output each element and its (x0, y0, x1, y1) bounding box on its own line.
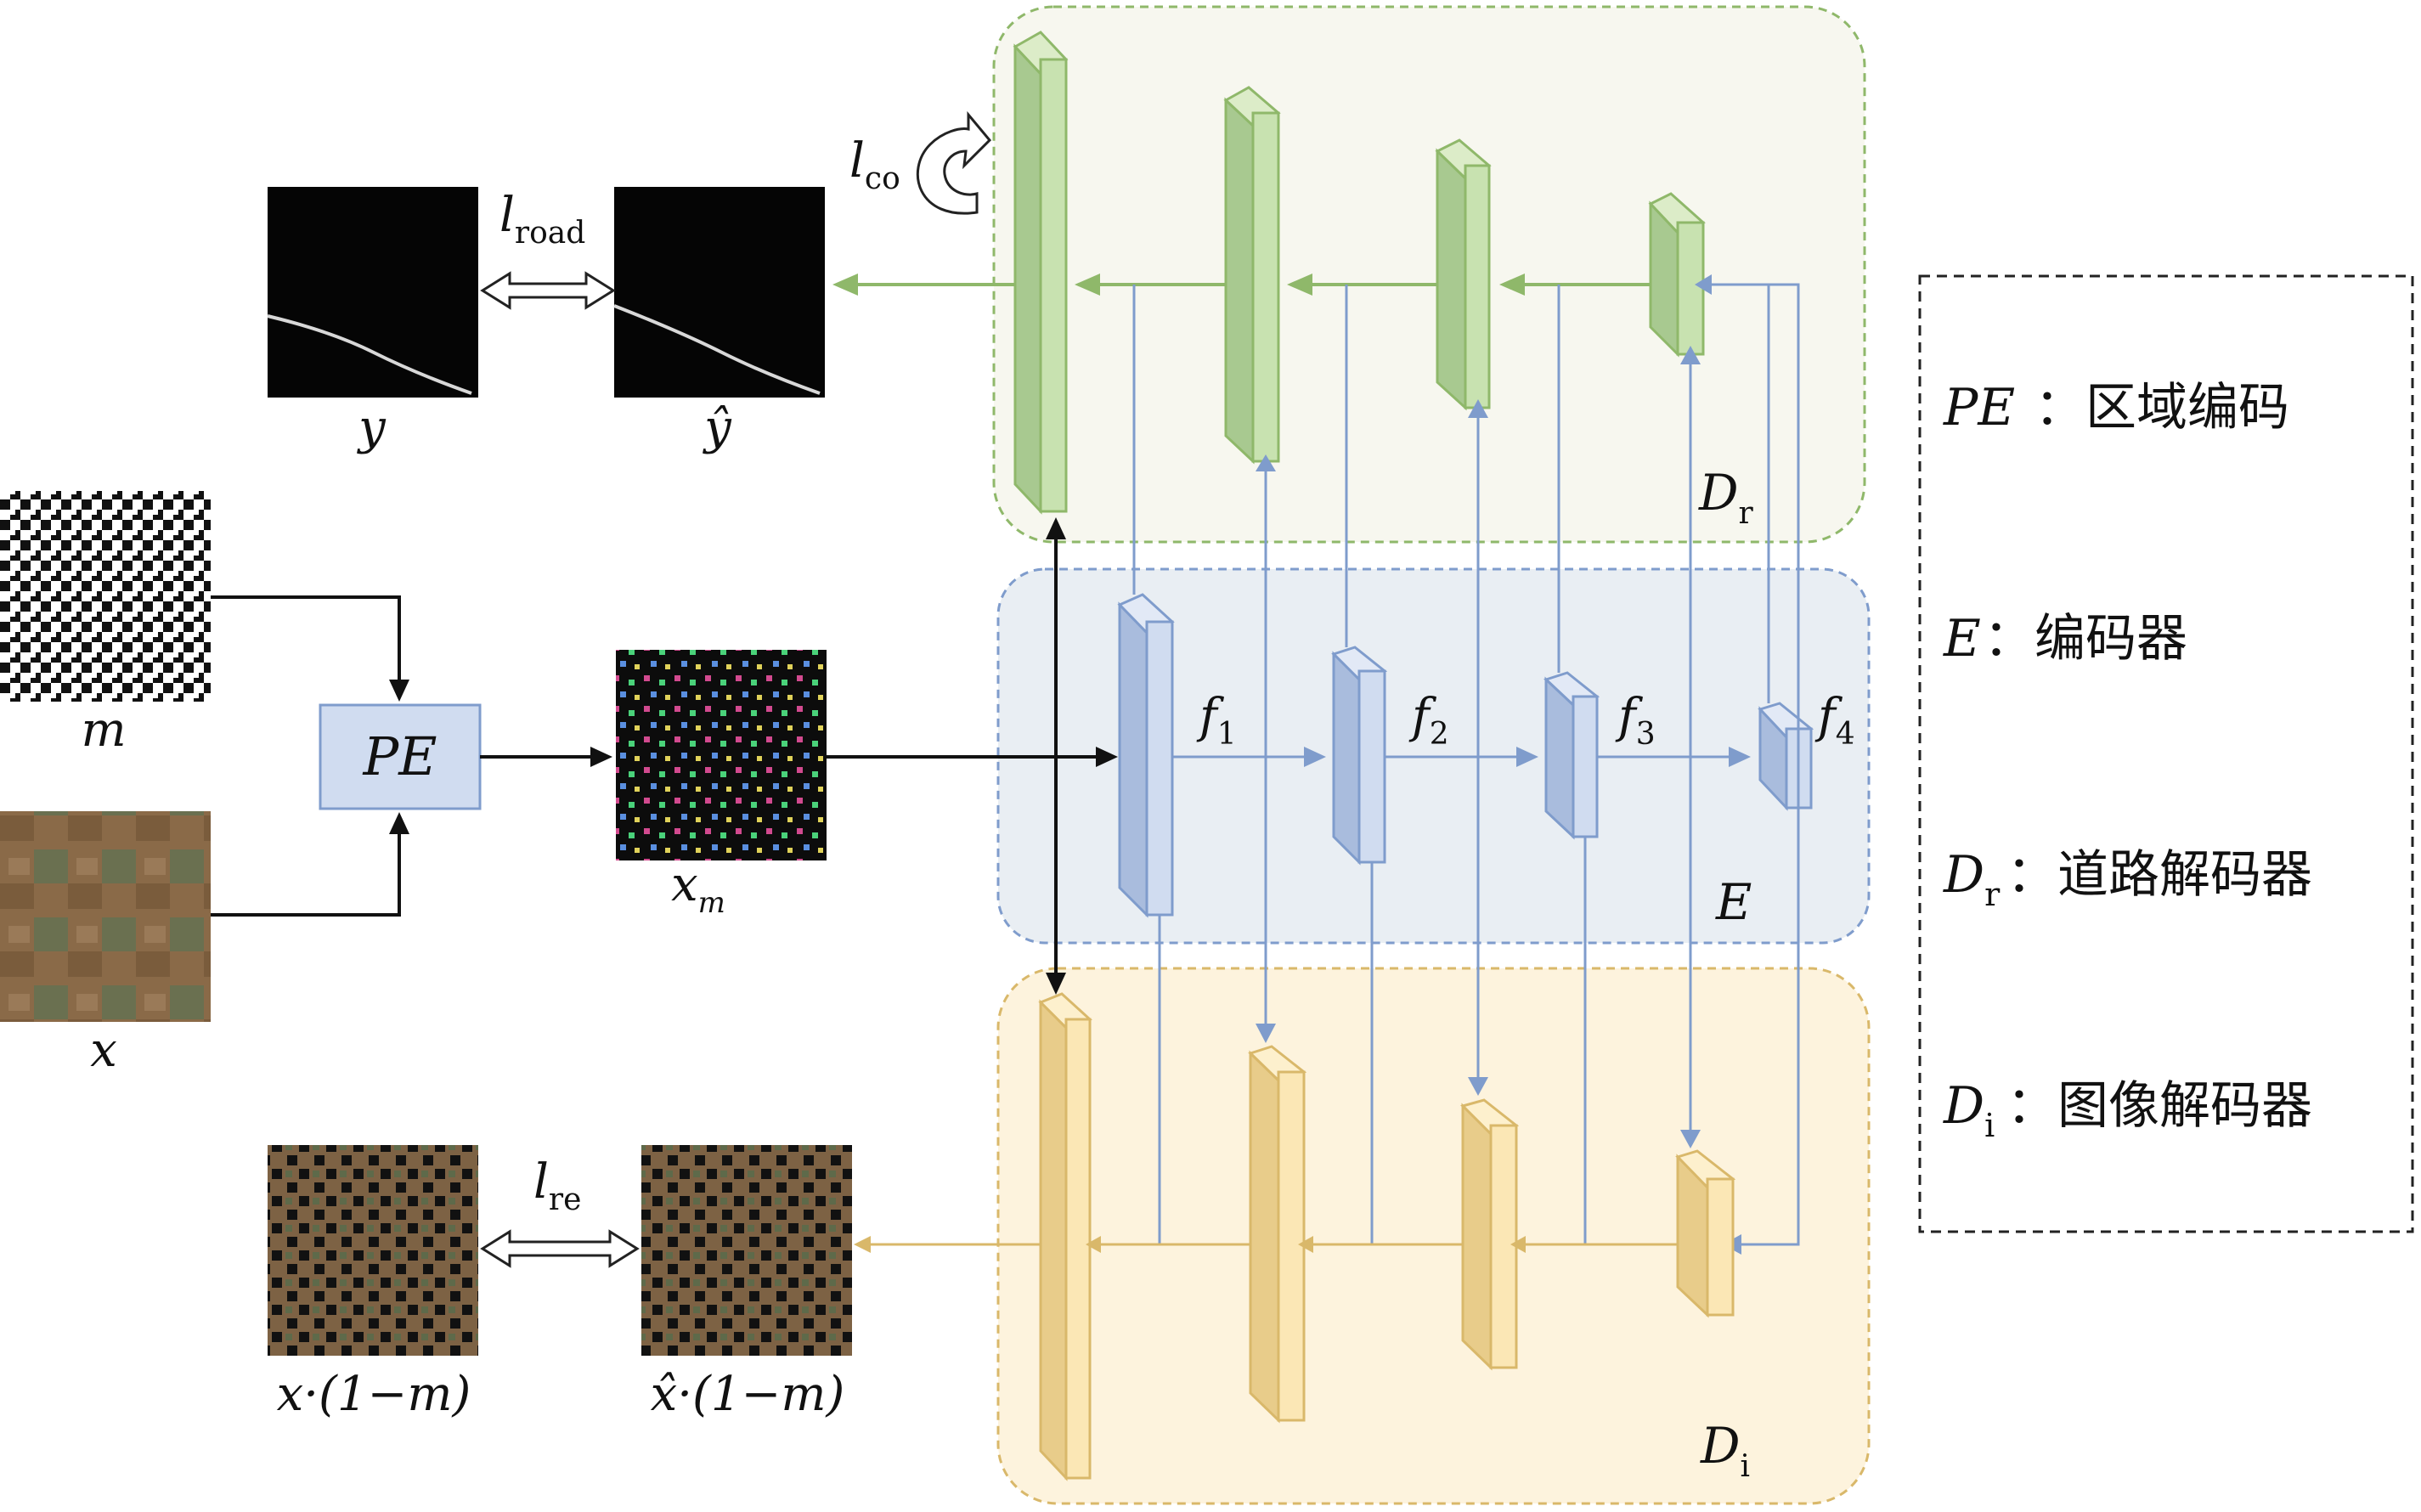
road-decoder-blocks (1013, 31, 1706, 515)
image-decoder-block-4 (1675, 1149, 1736, 1318)
svg-text:PE: PE (1943, 378, 2015, 437)
masked-original-image (268, 1145, 478, 1356)
image-decoder-block-2 (1248, 1045, 1307, 1424)
image-decoder-blocks (1038, 992, 1736, 1481)
consistency-loss-icon (917, 110, 992, 215)
encoder-blocks (1117, 593, 1814, 918)
legend-entry-di: Di ：图像解码器 (1943, 1076, 2312, 1144)
road-decoder-block-4 (1648, 192, 1706, 358)
encoder-arrowheads (1256, 274, 1751, 1255)
road-prediction-line (613, 304, 821, 395)
pe-box-label: PE (363, 725, 437, 787)
road-decoder-arrowheads (832, 274, 1525, 296)
label-l-co: lco (849, 133, 900, 196)
svg-text:Dr: Dr (1943, 845, 2001, 913)
input-arrowheads (389, 517, 1118, 995)
region-label-di: Di (1700, 1417, 1750, 1484)
label-y: y (356, 400, 387, 455)
input-arrows (211, 531, 1104, 981)
road-decoder-block-1 (1013, 31, 1069, 515)
image-decoder-region (996, 967, 1871, 1505)
svg-text:：图像解码器: ：图像解码器 (2006, 1076, 2312, 1136)
legend-entry-dr: Dr ：道路解码器 (1943, 845, 2312, 913)
road-decoder-region (992, 5, 1866, 544)
image-decoder-block-3 (1460, 1098, 1520, 1371)
road-ground-truth-image (268, 187, 478, 398)
label-l-road: lroad (499, 188, 585, 251)
svg-text:：编码器: ：编码器 (1984, 609, 2187, 669)
road-decoder-block-2 (1223, 86, 1281, 465)
road-decoder-block-3 (1435, 138, 1492, 411)
encoder-block-3 (1543, 671, 1600, 840)
label-l-re: lre (533, 1154, 581, 1217)
input-image (0, 811, 211, 1022)
svg-text:E: E (1943, 609, 1981, 669)
svg-text:：道路解码器: ：道路解码器 (2006, 845, 2312, 905)
label-x-m: xm (671, 857, 725, 920)
region-label-dr: Dr (1698, 464, 1754, 531)
road-prediction-image (614, 187, 825, 398)
encoder-block-2 (1331, 646, 1388, 866)
legend-box (1918, 274, 2414, 1233)
label-y-hat: ŷ (702, 400, 732, 455)
label-x: x (90, 1023, 117, 1078)
road-loss-arrow (480, 271, 616, 310)
legend-entry-e: E ：编码器 (1943, 609, 2187, 669)
reconstruction-loss-arrow (480, 1229, 640, 1268)
encoder-block-1 (1117, 593, 1175, 918)
label-m: m (81, 702, 126, 758)
region-label-e: E (1715, 873, 1752, 931)
masked-input-image (616, 650, 827, 860)
masked-reconstruction-image (641, 1145, 852, 1356)
label-masked-x: x·(1−m) (277, 1367, 471, 1422)
image-decoder-arrowheads (854, 1236, 1526, 1253)
label-masked-x-hat: x̂·(1−m) (651, 1367, 845, 1422)
road-ground-truth-line (267, 314, 472, 395)
svg-text:：区域编码: ：区域编码 (2034, 378, 2289, 437)
legend-entry-pe: PE ：区域编码 (1943, 378, 2289, 437)
svg-text:Di: Di (1943, 1076, 1995, 1144)
mask-image (0, 491, 211, 702)
image-decoder-block-1 (1038, 992, 1092, 1481)
